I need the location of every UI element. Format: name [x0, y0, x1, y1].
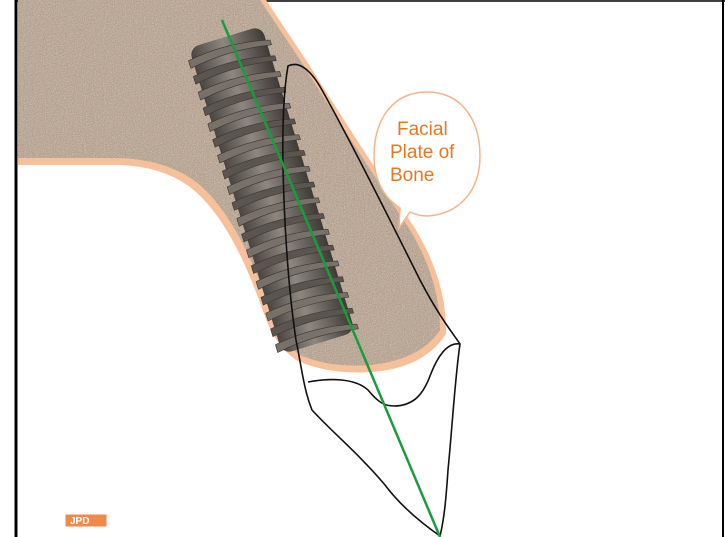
jpd-logo: JPD — [65, 514, 107, 527]
callout-line-3: Bone — [390, 165, 434, 186]
callout-line-1: Facial — [397, 119, 448, 140]
jpd-logo-text: JPD — [70, 516, 89, 527]
callout-line-2: Plate of — [390, 142, 455, 163]
